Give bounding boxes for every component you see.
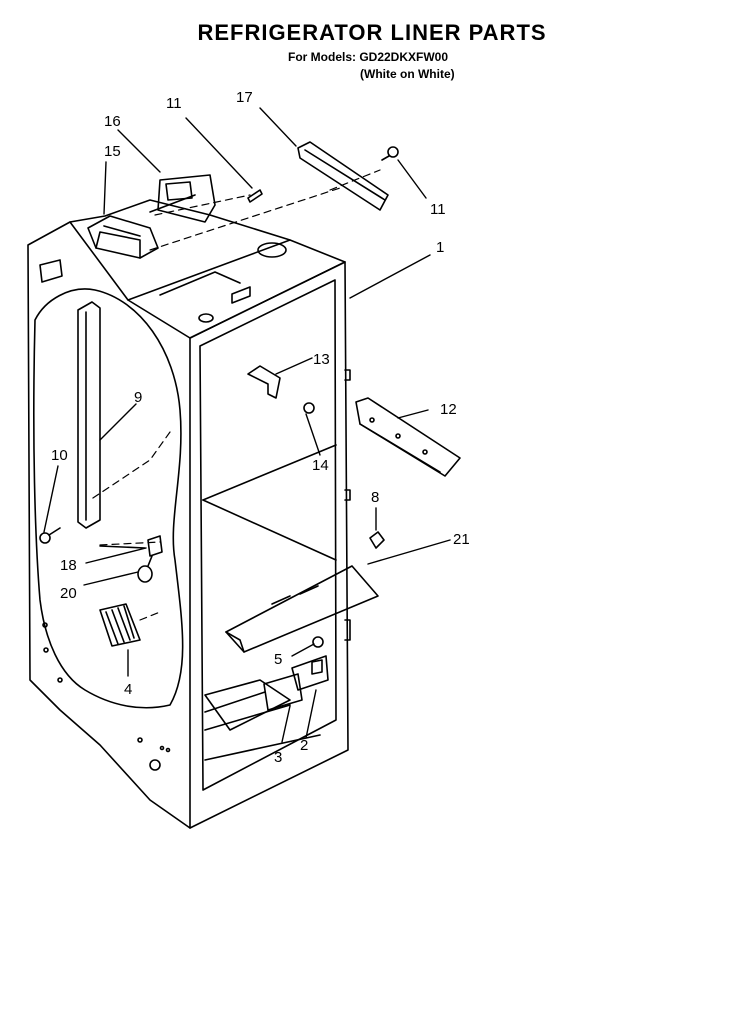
callout-10: 10 [51,447,68,464]
callout-2: 2 [300,737,308,754]
part-21-shelf-support [225,565,379,653]
callout-1: 1 [436,239,444,256]
callout-5: 5 [274,651,282,668]
part-18-socket [99,535,163,557]
callout-11-right: 11 [430,201,446,218]
leader-lines [43,107,451,743]
part-14-screw [303,402,315,414]
part-16-cover [149,174,216,223]
callout-13: 13 [313,351,330,368]
part-8-clip [369,531,385,549]
part-11-screw-b [381,146,399,161]
part-5-fastener [312,636,324,648]
part-11-screw-a [247,189,263,203]
callout-12: 12 [440,401,457,418]
part-10-screw [39,527,61,544]
alignment-lines [89,169,381,621]
part-15-housing [87,215,159,259]
liner-body [27,199,351,829]
part-3-bracket [263,673,303,711]
callout-4: 4 [124,681,132,698]
callout-labels: 1 2 3 4 5 8 9 10 11 11 12 13 14 15 16 17… [51,89,470,766]
color-line: (White on White) [360,67,455,81]
part-9-trim [77,301,101,529]
callout-15: 15 [104,143,121,160]
models-line: For Models: GD22DKXFW00 [288,50,449,64]
part-12-shelf-support [355,397,461,477]
callout-20: 20 [60,585,77,602]
callout-11-top: 11 [166,95,182,112]
callout-9: 9 [134,389,142,406]
part-4-vent [99,603,141,647]
callout-3: 3 [274,749,282,766]
callout-21: 21 [453,531,470,548]
callout-16: 16 [104,113,121,130]
callout-18: 18 [60,557,77,574]
callout-14: 14 [312,457,329,474]
callout-8: 8 [371,489,379,506]
part-2-bracket [291,655,329,691]
part-17-rail [297,141,389,211]
callout-17: 17 [236,89,253,106]
part-20-bulb [137,555,153,583]
page-title: REFRIGERATOR LINER PARTS [197,20,547,45]
part-13-bracket [247,365,281,399]
